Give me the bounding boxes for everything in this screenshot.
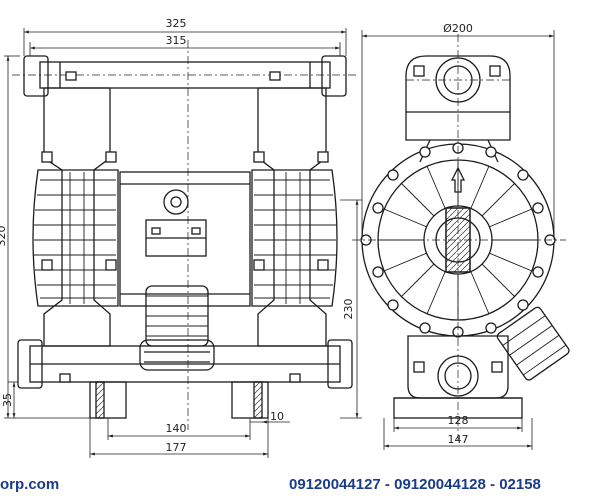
bottom-left-flange [17, 339, 43, 389]
dim-height: 320 [0, 226, 8, 247]
side-bolts [360, 142, 556, 338]
dim-overall-width: 325 [166, 17, 187, 30]
left-ribs [34, 172, 116, 304]
footer-banner: orp.com 09120044127 - 09120044128 - 0215… [0, 470, 600, 501]
website-text[interactable]: orp.com [0, 476, 60, 493]
right-column [257, 87, 327, 347]
side-dimensions [361, 30, 555, 450]
front-view [12, 40, 356, 430]
dim-side-base-inner: 128 [448, 414, 469, 427]
dim-base-width: 177 [166, 441, 187, 454]
side-muffler [496, 306, 570, 381]
side-view [352, 34, 570, 440]
dim-foot-span: 140 [166, 422, 187, 435]
left-diaphragm-cover [32, 169, 119, 307]
dim-foot-offset: 10 [270, 410, 284, 423]
left-column [43, 87, 111, 347]
bottom-right-flange [327, 339, 353, 389]
pump-technical-drawing: 325 315 320 230 35 140 177 10 Ø200 128 1… [0, 17, 570, 458]
side-top-outlet [405, 55, 511, 141]
air-valve-port [163, 189, 189, 215]
dim-diameter: Ø200 [443, 22, 473, 35]
right-diaphragm-cover [251, 169, 338, 307]
dim-height-to-outlet: 230 [342, 299, 355, 320]
top-left-flange [23, 55, 49, 97]
front-bolts [41, 71, 329, 271]
front-dimensions [4, 28, 362, 458]
dim-base-height: 35 [1, 393, 14, 407]
muffler-cap [139, 339, 215, 371]
dim-inner-width: 315 [166, 34, 187, 47]
phone-numbers: 09120044127 - 09120044128 - 02158 [289, 476, 541, 493]
top-right-flange [321, 55, 347, 97]
dim-side-base-outer: 147 [448, 433, 469, 446]
right-ribs [254, 172, 336, 304]
